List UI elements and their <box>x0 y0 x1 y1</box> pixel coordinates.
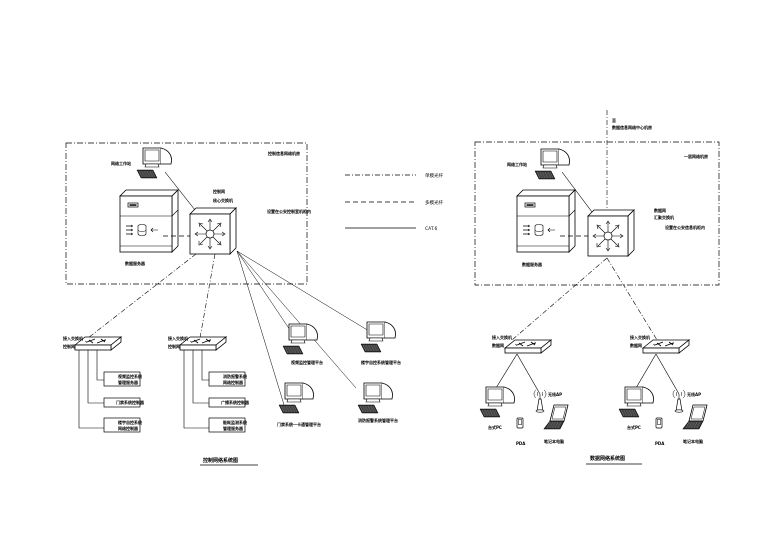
left-device-1-3 <box>103 417 141 433</box>
left-fiber-link-2 <box>199 253 216 339</box>
legend: 单模光纤 多模光纤 CAT.6 <box>345 172 443 232</box>
right-s1-pda-icon <box>516 417 524 429</box>
left-zone-label: 控制信息网络机房 <box>268 150 300 156</box>
left-core-switch-label-1: 控制网 <box>213 188 225 194</box>
right-access-switch-2-icon <box>642 339 690 354</box>
left-server-label: 数据服务器 <box>124 260 146 266</box>
left-note-label: 设置在公安控制室机柜内 <box>267 208 311 214</box>
left-device-2-1-label: 消防报警系统 <box>223 373 247 379</box>
right-core-switch-label-2: 汇聚交换机 <box>654 214 674 220</box>
right-access-switch-1-label-1: 接入交换机 <box>492 334 512 340</box>
right-s1-pda-label: PDA <box>516 441 526 446</box>
right-caption: 数据网络系统图 <box>590 455 625 462</box>
left-terminal-1-label: 视频监控管理平台 <box>291 359 323 365</box>
legend-cat6-label: CAT.6 <box>425 226 438 232</box>
right-s2-laptop-label: 笔记本电脑 <box>683 438 703 444</box>
right-s2-ap-label: 无线AP <box>686 391 701 397</box>
left-device-2-1-sublabel: 网络控制器 <box>223 379 244 385</box>
left-cat6-links <box>236 250 370 409</box>
right-uplink-label-2: 数据信息网络中心机房 <box>611 124 652 130</box>
right-s2-pc-label: 台式PC <box>627 424 641 430</box>
left-device-2-3 <box>208 417 246 433</box>
right-s1-ap-icon <box>533 389 547 413</box>
left-access-switch-2-label-2: 控制网 <box>168 343 180 349</box>
right-note-label: 设置在公安信息机柜内 <box>665 224 705 230</box>
left-device-2-2-label: 广播系统控制器 <box>221 399 250 405</box>
right-access-switch-1-label-2: 数据网 <box>491 342 504 348</box>
right-core-switch-label-1: 数据网 <box>653 207 666 213</box>
left-device-1-2-label: 门禁系统控制器 <box>116 399 145 405</box>
right-s1-pc-icon <box>479 386 515 418</box>
left-terminal-2-label: 楼宇自控系统管理平台 <box>361 359 401 365</box>
right-s2-ap-icon <box>672 389 686 413</box>
right-s1-pc-link <box>495 353 518 389</box>
left-device-1-3-sublabel: 网络控制器 <box>118 425 139 431</box>
left-terminal-1-monitor-icon <box>282 323 318 355</box>
left-device-1-1 <box>103 371 141 387</box>
left-terminal-4-label: 消防报警系统管理平台 <box>358 417 398 423</box>
left-device-2-3-sublabel: 管理服务器 <box>223 425 244 431</box>
right-core-switch-icon <box>587 209 635 257</box>
right-fiber-link-2 <box>606 257 658 341</box>
left-zone-boundary <box>65 142 308 285</box>
legend-multi-mode-fiber-label: 多模光纤 <box>425 199 443 206</box>
left-device-2-3-label: 能耗监测系统 <box>223 419 247 425</box>
legend-single-mode-fiber-label: 单模光纤 <box>425 172 443 179</box>
left-device-1-1-sublabel: 管理服务器 <box>118 379 139 385</box>
right-access-switch-2-label-2: 数据网 <box>629 342 642 348</box>
left-access-switch-1-wiring <box>78 350 104 429</box>
left-device-1-2 <box>103 397 141 408</box>
right-s2-ap-link <box>655 353 680 395</box>
right-fiber-link-1 <box>511 257 608 341</box>
right-workstation-monitor-icon <box>534 148 570 180</box>
right-server-label: 数据服务器 <box>521 261 543 267</box>
right-server-icon <box>516 189 576 253</box>
left-server-icon <box>119 189 179 253</box>
left-access-switch-2-wiring <box>183 350 209 429</box>
right-s1-laptop-label: 笔记本电脑 <box>544 438 564 444</box>
right-s2-pda-icon <box>655 417 663 429</box>
left-workstation-label: 网络工作站 <box>111 160 131 166</box>
left-core-switch-label-2: 核心交换机 <box>213 197 233 203</box>
right-workstation-link <box>561 171 593 213</box>
left-terminal-3-monitor-icon <box>278 382 314 414</box>
right-workstation-label: 网络工作站 <box>507 161 527 167</box>
left-access-switch-1-label-1: 接入交换机 <box>63 335 83 341</box>
right-s2-pda-label: PDA <box>655 441 665 446</box>
left-workstation-link <box>164 171 196 211</box>
left-core-switch-icon <box>189 207 237 255</box>
left-terminal-3-label: 门禁系统一卡通管理平台 <box>277 421 321 427</box>
right-zone-label: 一层网络机房 <box>684 153 708 159</box>
left-terminal-2-monitor-icon <box>360 321 396 353</box>
right-s1-ap-label: 无线AP <box>547 391 562 397</box>
left-access-switch-2-label-1: 接入交换机 <box>168 335 188 341</box>
left-device-2-2 <box>208 397 246 408</box>
right-zone-boundary <box>474 141 720 286</box>
left-device-1-3-label: 楼宇自控系统 <box>118 419 142 425</box>
left-device-1-1-label: 视频监控系统 <box>118 373 142 379</box>
left-access-switch-1-label-2: 控制网 <box>63 343 75 349</box>
right-s1-pc-label: 台式PC <box>488 424 502 430</box>
right-s2-pc-icon <box>618 386 654 418</box>
right-s2-laptop-icon <box>682 404 708 430</box>
right-s1-ap-link <box>516 353 541 395</box>
right-access-switch-1-icon <box>504 339 552 354</box>
left-fiber-link-1 <box>87 253 197 339</box>
right-s1-laptop-icon <box>543 404 569 430</box>
left-terminal-4-monitor-icon <box>357 382 393 414</box>
right-access-switch-2-label-1: 接入交换机 <box>630 334 650 340</box>
left-caption: 控制网络系统图 <box>203 457 238 464</box>
right-s2-pc-link <box>635 353 657 389</box>
left-device-2-1 <box>208 371 246 387</box>
right-uplink-label-1: 至 <box>612 117 616 123</box>
